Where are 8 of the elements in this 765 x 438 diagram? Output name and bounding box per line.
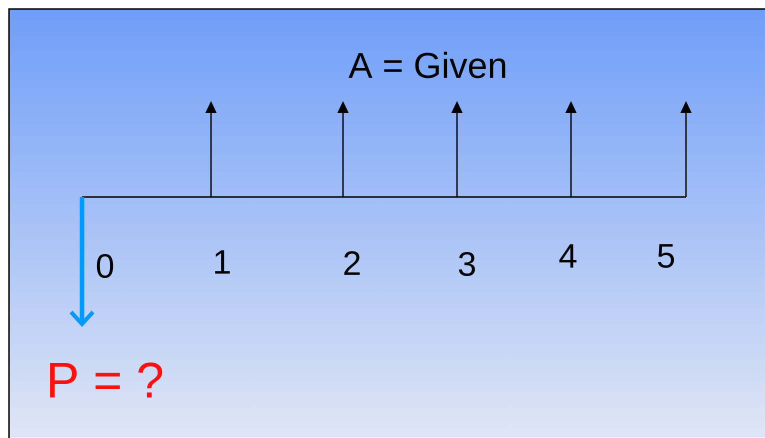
period-number: 1 [215, 250, 230, 274]
period-number: 2 [344, 251, 360, 275]
period-number: 5 [658, 244, 674, 268]
period-number: 0 [96, 254, 114, 278]
unknown-label: P = ? [50, 362, 162, 398]
heading-label: A = Given [348, 52, 506, 78]
period-number: 3 [458, 252, 475, 276]
period-number: 4 [559, 244, 576, 268]
